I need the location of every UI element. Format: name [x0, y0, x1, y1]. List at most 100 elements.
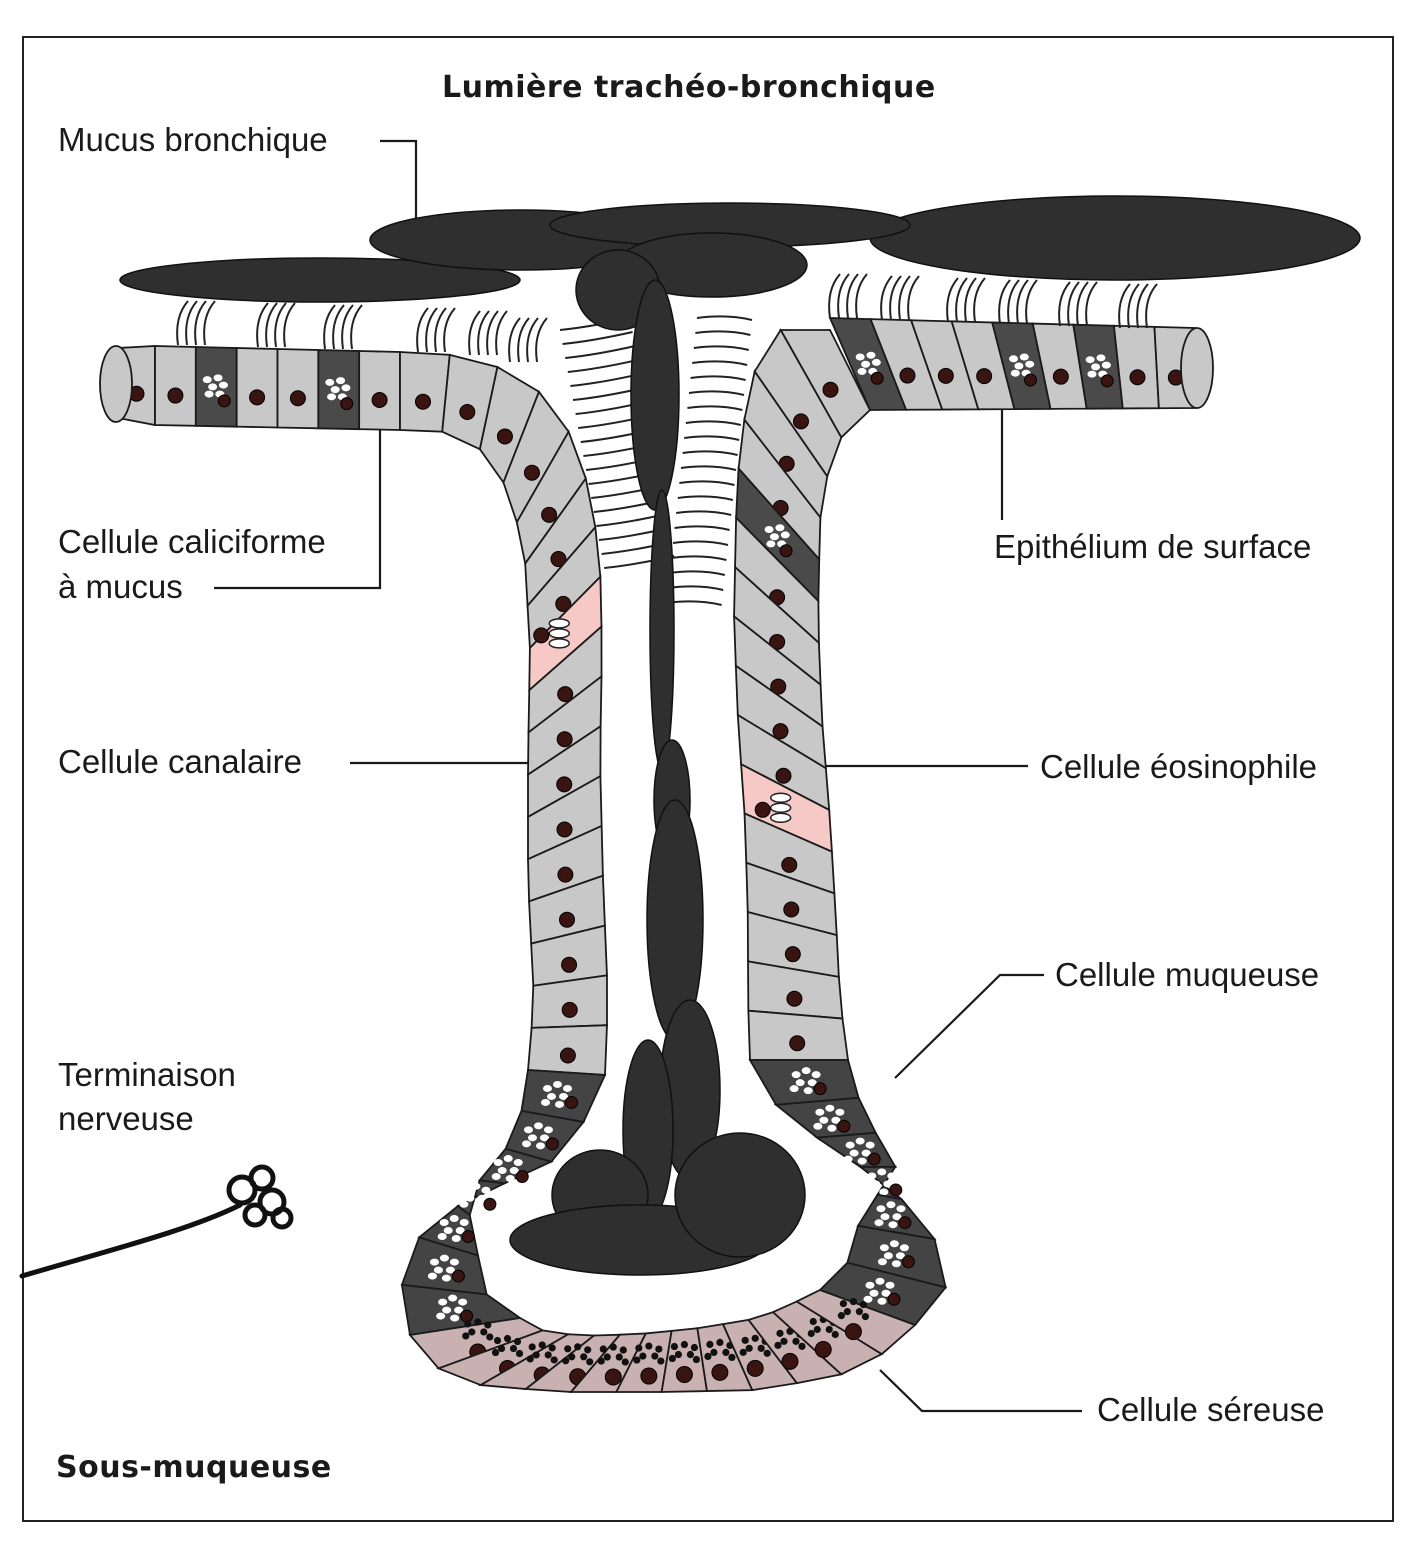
nucleus — [515, 1170, 529, 1184]
granule — [839, 1300, 847, 1308]
nucleus — [556, 731, 573, 748]
nucleus — [545, 1137, 559, 1151]
granule — [843, 1155, 853, 1163]
granule — [341, 384, 351, 392]
granule — [871, 1180, 881, 1188]
eosinophil-cell — [740, 762, 833, 854]
granule — [449, 1215, 459, 1223]
granule — [505, 1175, 515, 1183]
granule — [427, 1272, 437, 1280]
granule — [831, 1116, 841, 1124]
granule — [442, 1306, 452, 1314]
granule — [757, 1344, 765, 1352]
granule — [795, 1079, 805, 1087]
mucus-mass — [649, 489, 675, 771]
cilium — [955, 277, 968, 323]
cilium — [256, 302, 269, 348]
granule — [526, 1355, 534, 1363]
cilium — [692, 360, 748, 366]
granule — [801, 1067, 811, 1075]
granule — [439, 1219, 449, 1227]
granule — [552, 1080, 562, 1088]
granule — [888, 1221, 898, 1229]
nucleus — [461, 1230, 475, 1244]
nucleus — [1024, 373, 1037, 387]
cilium — [672, 540, 729, 546]
granule — [471, 1182, 481, 1190]
nucleus — [559, 911, 576, 928]
cilium — [1085, 281, 1098, 327]
cilium — [1127, 283, 1140, 329]
granule — [831, 1330, 839, 1339]
nucleus — [555, 595, 572, 612]
nucleus — [901, 1255, 915, 1269]
cilium — [535, 317, 548, 363]
granule — [835, 1108, 845, 1116]
granule — [869, 1289, 879, 1297]
granule — [554, 1100, 564, 1108]
label-cellule-muqueuse: Cellule muqueuse — [1055, 956, 1320, 993]
cilium — [1016, 279, 1029, 325]
nucleus — [559, 1047, 576, 1064]
granule — [533, 1122, 543, 1130]
granule — [208, 383, 218, 391]
label-terminaison: Terminaison — [58, 1056, 236, 1093]
nucleus — [899, 367, 916, 384]
goblet-cell — [828, 317, 908, 411]
leader-caliciforme — [214, 410, 382, 590]
ciliated-cell — [737, 417, 822, 562]
cilium — [696, 315, 753, 321]
nucleus — [775, 767, 792, 784]
granule — [741, 1336, 749, 1344]
nucleus — [640, 1367, 658, 1385]
granule — [535, 1142, 545, 1150]
granule — [751, 1334, 759, 1342]
goblet-cell — [317, 349, 361, 431]
cilium — [973, 277, 986, 323]
granule — [468, 1328, 476, 1336]
granule — [1025, 360, 1035, 368]
granule — [336, 377, 346, 385]
granule — [438, 1298, 448, 1306]
ciliated-cell — [1112, 324, 1160, 410]
granule — [1010, 369, 1020, 377]
cilium — [1076, 281, 1089, 327]
nucleus — [561, 1001, 578, 1018]
label-cellule-canalaire: Cellule canalaire — [58, 743, 302, 780]
granule — [1101, 361, 1111, 369]
granule — [776, 1329, 784, 1337]
cilium — [508, 317, 521, 363]
leader-lines — [214, 139, 1082, 1413]
granule — [497, 1344, 506, 1353]
mucous-cell — [477, 1147, 554, 1185]
granule — [1091, 363, 1101, 371]
nucleus — [541, 506, 558, 523]
nucleus — [844, 1323, 862, 1341]
cilium — [684, 435, 740, 441]
nucleus — [813, 1082, 827, 1096]
nucleus — [781, 856, 798, 873]
granule — [857, 1157, 867, 1165]
nucleus — [770, 678, 787, 695]
cilium — [679, 480, 735, 486]
granule — [745, 1344, 753, 1352]
mucous-cell — [773, 1096, 878, 1139]
granule — [1096, 354, 1106, 362]
nucleus — [550, 551, 567, 568]
cilium — [695, 330, 751, 336]
granule — [704, 1352, 712, 1361]
granule — [889, 1240, 899, 1248]
granule — [574, 1343, 582, 1351]
granule — [774, 1341, 782, 1349]
nucleus — [754, 801, 771, 818]
nucleus — [459, 403, 476, 420]
granule — [540, 1098, 550, 1106]
nucleus — [1052, 368, 1069, 385]
granule — [883, 1180, 893, 1188]
granule — [845, 1141, 855, 1149]
ciliated-cell — [527, 1024, 608, 1076]
granule — [791, 1071, 801, 1079]
granule — [548, 1344, 556, 1352]
ciliated-cell — [358, 350, 401, 431]
